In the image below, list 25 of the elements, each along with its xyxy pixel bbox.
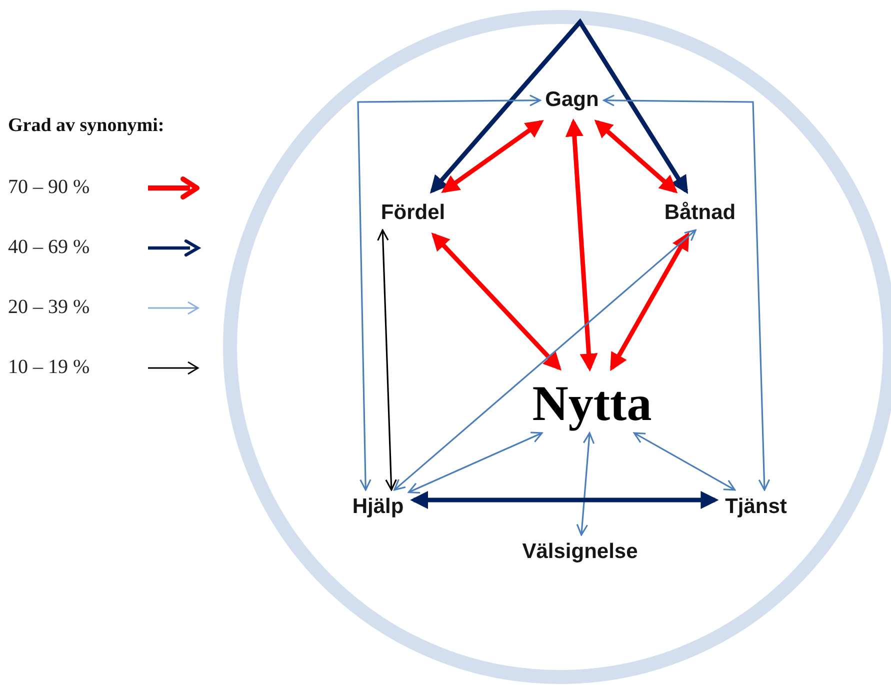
arrow xyxy=(633,432,736,491)
arrow xyxy=(610,232,690,372)
arrow xyxy=(594,120,678,194)
arrow xyxy=(565,118,598,372)
arrow xyxy=(410,491,719,509)
legend-text: 10 – 19 % xyxy=(8,356,90,379)
arrow xyxy=(377,229,397,491)
legend-heading: Grad av synonymi: xyxy=(8,115,164,137)
term-label: Välsignelse xyxy=(522,540,638,564)
arrow xyxy=(576,432,595,536)
legend-text: 40 – 69 % xyxy=(8,236,90,259)
arrow xyxy=(394,229,696,491)
arrow xyxy=(431,232,562,371)
arrow xyxy=(603,94,770,491)
arrow xyxy=(441,120,544,194)
term-label: Fördel xyxy=(380,200,446,226)
arrow xyxy=(357,94,541,491)
term-label: Hjälp xyxy=(352,494,404,520)
term-label: Tjänst xyxy=(725,494,787,520)
legend-text: 70 – 90 % xyxy=(8,176,90,199)
term-label: Båtnad xyxy=(664,200,736,226)
legend-text: 20 – 39 % xyxy=(8,296,90,319)
term-label: Gagn xyxy=(545,88,599,112)
arrow xyxy=(408,432,543,494)
arrow xyxy=(430,18,688,194)
